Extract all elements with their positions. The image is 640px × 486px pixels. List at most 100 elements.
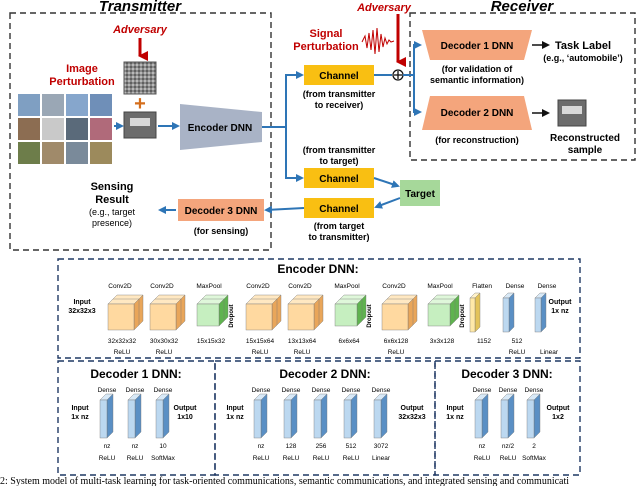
plus-sign: +	[134, 93, 146, 115]
encoder-output-dims: 1x nz	[551, 308, 569, 315]
channel3-block	[304, 198, 374, 218]
encoder-layer-3	[245, 298, 278, 331]
adversary-left-label: Adversary	[112, 24, 168, 36]
decoder1-panel-layer-act-2: SoftMax	[151, 455, 176, 462]
decoder1-panel-layer-name-0: Dense	[98, 387, 117, 394]
encoder-layer-act-0: ReLU	[114, 349, 131, 356]
encoder-layer-name-1: Conv2D	[150, 283, 174, 290]
encoder-layer-0	[107, 298, 140, 331]
decoder3-block	[178, 199, 264, 221]
decoder3-panel-output-label: Output	[547, 405, 571, 412]
transmitter-box	[9, 12, 272, 251]
encoder-panel-layers: Input32x32x3Conv2D32x32x32ReLUConv2D30x3…	[68, 283, 572, 356]
encoder-layer-name-8: Flatten	[472, 283, 492, 290]
encoder-layer-5	[334, 298, 363, 327]
encoder-layer-6	[381, 298, 414, 331]
image-perturbation-label-2: Perturbation	[49, 76, 115, 88]
decoder1-panel-layer-act-0: ReLU	[99, 455, 116, 462]
encoder-layer-name-4: Conv2D	[288, 283, 312, 290]
decoder1-note-1: (for validation of	[442, 64, 514, 74]
encoder-layer-dims-2: 15x15x32	[197, 338, 226, 345]
decoder3-panel-title: Decoder 3 DNN:	[461, 367, 552, 381]
encoder-panel	[57, 258, 581, 359]
decoder1-panel-layer-act-1: ReLU	[127, 455, 144, 462]
decoder2-panel-layer-name-4: Dense	[372, 387, 391, 394]
decoder2-panel	[214, 360, 436, 476]
encoder-layer-8	[469, 292, 481, 333]
decoder1-panel-input-label: Input	[71, 405, 89, 412]
encoder-layer-dims-3: 15x15x64	[246, 338, 275, 345]
encoder-dropout-label: Dropout	[229, 304, 235, 327]
decoder2-note: (for reconstruction)	[435, 135, 519, 145]
adversary-right-label: Adversary	[356, 2, 412, 14]
decoder3-panel	[434, 360, 581, 476]
decoder2-panel-layer-name-1: Dense	[282, 387, 301, 394]
encoder-block	[180, 104, 262, 150]
decoder3-panel-layer-dims-1: nz/2	[502, 443, 515, 450]
decoder3-panel-layer-act-2: SoftMax	[522, 455, 547, 462]
encoder-layer-name-7: MaxPool	[427, 283, 453, 290]
encoder-dropout-label: Dropout	[460, 304, 466, 327]
decoder2-panel-layer-dims-3: 512	[346, 443, 357, 450]
encoder-layer-dims-1: 30x30x32	[150, 338, 179, 345]
decoder2-panel-layer-act-4: Linear	[372, 455, 391, 462]
encoder-layer-name-9: Dense	[506, 283, 525, 290]
decoder3-panel-layer-dims-2: 2	[532, 443, 536, 450]
channel1-block	[304, 65, 374, 85]
encoder-layer-act-4: ReLU	[294, 349, 311, 356]
decoder2-panel-layer-name-2: Dense	[312, 387, 331, 394]
decoder2-panel-title: Decoder 2 DNN:	[279, 367, 370, 381]
encoder-layer-act-3: ReLU	[252, 349, 269, 356]
decoder2-panel-layer-1	[283, 393, 298, 439]
reconstructed-label-2: sample	[568, 145, 603, 156]
decoder3-note: (for sensing)	[194, 226, 249, 236]
channel1-note-1: (from transmitter	[303, 89, 376, 99]
decoder3-panel-input-label: Input	[446, 405, 464, 412]
decoder3-panel-layer-name-2: Dense	[525, 387, 544, 394]
channel3-note-1: (from target	[314, 221, 365, 231]
encoder-panel-title: Encoder DNN:	[277, 262, 358, 276]
encoder-layer-dims-0: 32x32x32	[108, 338, 137, 345]
decoder1-panel-layer-2	[155, 393, 170, 439]
decoder3-panel-output-dims: 1x2	[552, 414, 564, 421]
transmitter-title: Transmitter	[99, 0, 182, 15]
channel2-note-2: to target)	[320, 156, 359, 166]
sensing-result-3: (e.g., target	[89, 207, 136, 217]
dataset-image-grid	[18, 94, 112, 164]
task-label-1: Task Label	[555, 40, 611, 52]
encoder-layer-name-5: MaxPool	[334, 283, 360, 290]
decoder2-panel-output-dims: 32x32x3	[398, 414, 425, 421]
decoder1-panel-title: Decoder 1 DNN:	[90, 367, 181, 381]
decoder3-panel-input-dims: 1x nz	[446, 414, 464, 421]
figure-caption: 2: System model of multi-task learning f…	[0, 476, 569, 486]
decoder3-panel-layer-act-1: ReLU	[500, 455, 517, 462]
decoder2-panel-layer-act-2: ReLU	[313, 455, 330, 462]
decoder2-panel-layer-name-3: Dense	[342, 387, 361, 394]
decoder1-panel-layer-1	[127, 393, 142, 439]
encoder-dropout-label: Dropout	[367, 304, 373, 327]
decoder3-panel-layer-act-0: ReLU	[474, 455, 491, 462]
encoder-layer-4	[287, 298, 320, 331]
decoder1-block	[422, 30, 532, 60]
decoder2-panel-layer-4	[373, 393, 388, 439]
encoder-layer-name-2: MaxPool	[196, 283, 222, 290]
noise-waveform	[361, 27, 395, 55]
decoder2-panel-layer-3	[343, 393, 358, 439]
decoder3-panel-layer-name-1: Dense	[499, 387, 518, 394]
channel2-block	[304, 168, 374, 188]
encoder-label: Encoder DNN	[188, 123, 252, 134]
encoder-layer-1	[149, 298, 182, 331]
receiver-title: Receiver	[491, 0, 555, 15]
sensing-result-1: Sensing	[91, 181, 134, 193]
decoder3-panel-layer-2	[526, 393, 541, 439]
decoder2-panel-input-dims: 1x nz	[226, 414, 244, 421]
decoder2-label: Decoder 2 DNN	[441, 108, 514, 119]
signal-perturbation-2: Perturbation	[293, 41, 359, 53]
receiver-box	[409, 12, 636, 161]
encoder-layer-dims-7: 3x3x128	[430, 338, 455, 345]
decoder1-panel-output-dims: 1x10	[177, 414, 193, 421]
decoder2-panel-layer-dims-2: 256	[316, 443, 327, 450]
